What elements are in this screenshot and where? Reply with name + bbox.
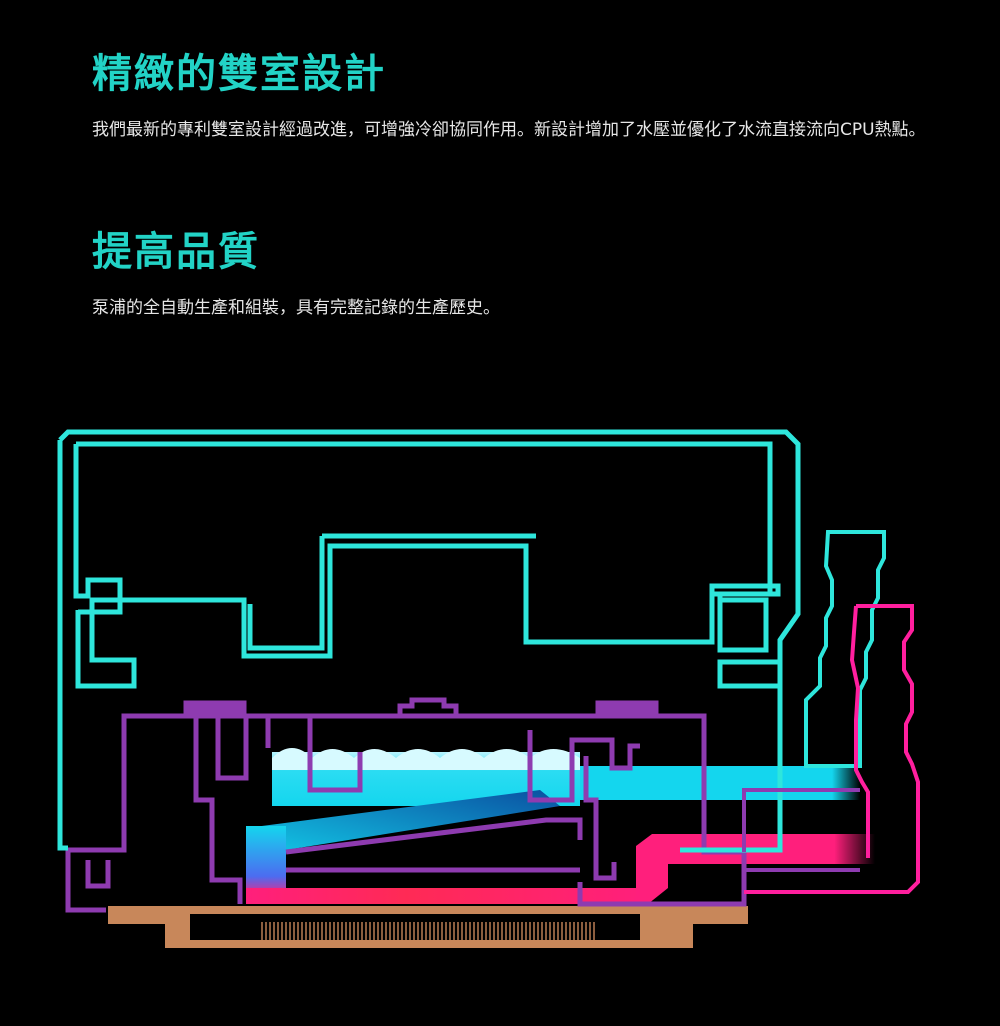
chamber-slot-middle [265,716,363,793]
section-description-dual-chamber: 我們最新的專利雙室設計經過改進，可增強冷卻協同作用。新設計增加了水壓並優化了水流… [92,120,926,140]
microfin-area [190,914,640,940]
housing-center-cavity [73,444,781,689]
housing-right-lower [717,594,769,653]
impeller-housing [397,697,459,716]
pump-housing [57,429,801,853]
chamber-divider [285,817,583,855]
housing-inner-step [247,533,536,651]
housing-right-block [717,659,783,689]
hot-barb-fitting [744,604,920,894]
housing-inner-top [76,441,773,596]
hot-water-flow [246,834,875,904]
cold-barb-fitting [804,530,886,768]
section-title-dual-chamber: 精緻的雙室設計 [92,51,386,97]
hot-water-base-channel [246,888,646,904]
chamber-right-segment [583,756,617,881]
chamber-slot-right [527,730,640,803]
hot-water-riser-channel [604,834,875,904]
pump-cross-section-diagram [57,429,920,948]
copper-cold-plate [108,906,748,948]
cold-water-vertical-channel [246,826,286,898]
cold-water-flow [246,748,860,898]
return-line-path [742,788,860,872]
cold-water-outlet-channel [580,766,860,800]
chamber-left-outlet [85,860,111,889]
section-title-quality: 提高品質 [92,229,260,275]
cold-water-diagonal-channel [246,790,560,868]
water-surface-waves [272,748,580,770]
housing-outer-shell [57,429,801,853]
section-description-quality: 泵浦的全自動生產和組裝，具有完整記錄的生產歷史。 [92,298,500,318]
chamber-cap-left [183,700,247,718]
chamber-left-wall [65,713,130,913]
chamber-inner-left [193,716,243,904]
microfin-lines [261,922,595,940]
cold-inlet-fitting [804,530,886,768]
chamber-cap-right [595,700,659,718]
hot-outlet-fitting [744,604,920,894]
chamber-slot-left [215,716,249,781]
return-line [742,788,860,872]
